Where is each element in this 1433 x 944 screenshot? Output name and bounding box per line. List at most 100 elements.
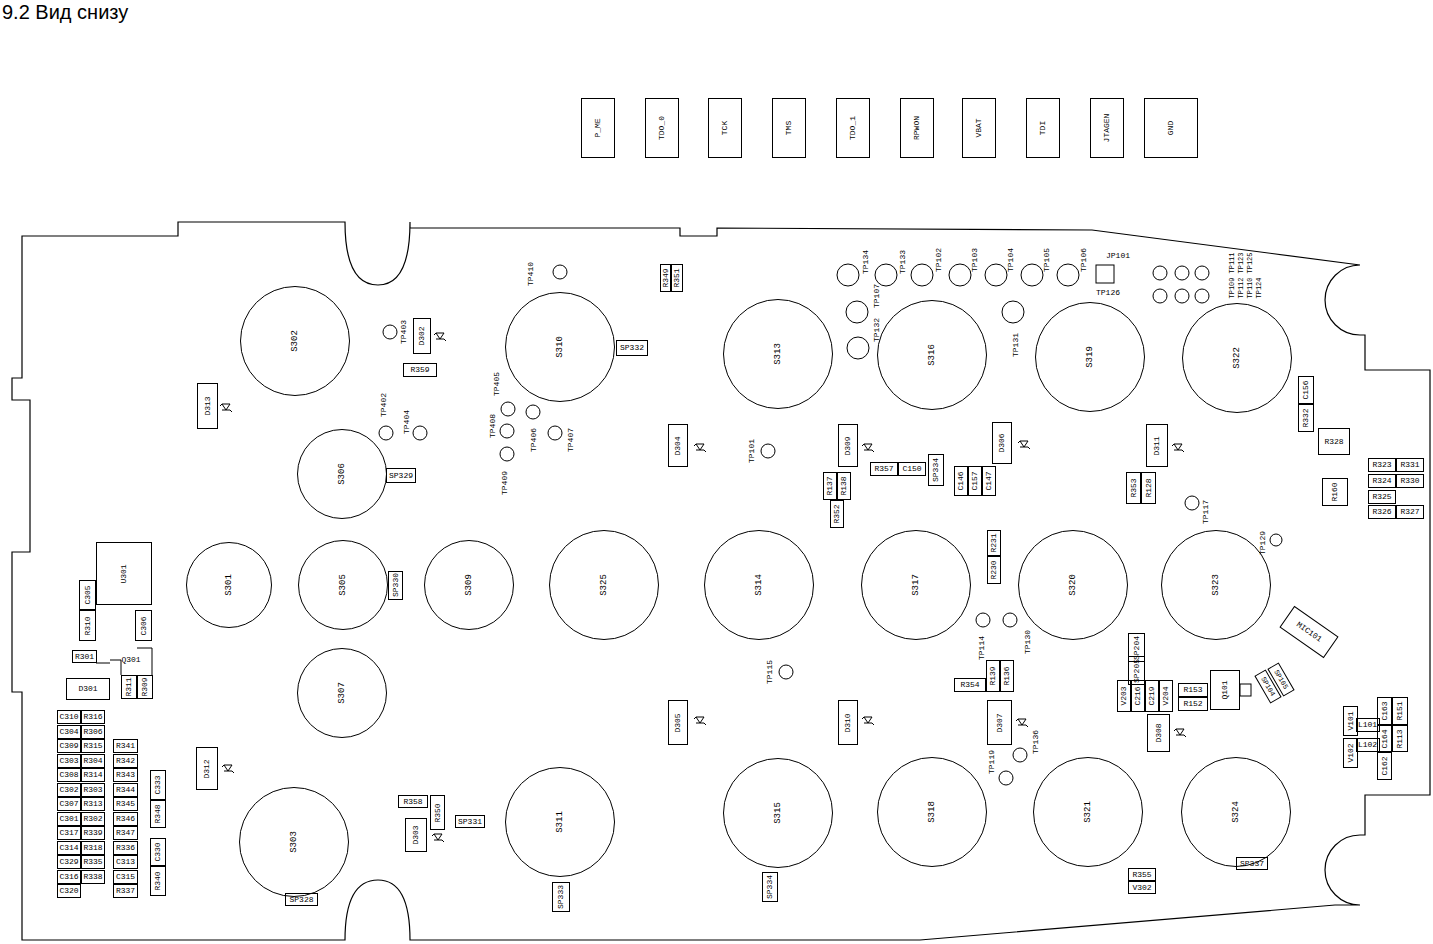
part-label: R353 bbox=[1130, 478, 1138, 497]
test-point-label: TP123 bbox=[1238, 252, 1245, 273]
component-pad: R316 bbox=[81, 710, 105, 724]
part-label: C305 bbox=[84, 585, 92, 604]
component-pad: R328 bbox=[1318, 428, 1350, 455]
part-label: R345 bbox=[116, 800, 135, 808]
component-pad: R335 bbox=[81, 855, 105, 869]
part-label: C333 bbox=[154, 775, 162, 794]
component-pad: R325 bbox=[1368, 490, 1396, 504]
component-pad: R304 bbox=[81, 754, 105, 768]
component-pad: C147 bbox=[982, 466, 996, 496]
component-pad: C306 bbox=[135, 610, 152, 641]
component-pad: C302 bbox=[57, 783, 81, 797]
part-label: S313 bbox=[774, 343, 783, 365]
part-label: D301 bbox=[78, 685, 97, 693]
component-pad: R151 bbox=[1392, 697, 1408, 725]
component-pad: D301 bbox=[66, 678, 110, 700]
test-point-label: TP107 bbox=[873, 284, 881, 308]
part-label: R306 bbox=[83, 728, 102, 736]
test-point-pads bbox=[96, 264, 1282, 785]
component-pad: R339 bbox=[81, 826, 105, 840]
component-pad: V203 bbox=[1117, 680, 1131, 712]
component-pad: R351 bbox=[671, 264, 683, 292]
test-point-label: TP410 bbox=[527, 262, 535, 286]
part-label: C219 bbox=[1148, 686, 1156, 705]
part-label: R301 bbox=[75, 653, 94, 661]
part-label: R358 bbox=[403, 798, 422, 806]
part-label: C150 bbox=[902, 465, 921, 473]
part-label: C304 bbox=[59, 728, 78, 736]
component-pad: R337 bbox=[113, 884, 138, 898]
part-label: R309 bbox=[141, 677, 149, 696]
component-pad: C309 bbox=[57, 739, 81, 753]
part-label: S302 bbox=[291, 330, 300, 352]
part-label: R231 bbox=[990, 533, 998, 552]
component-pad: C310 bbox=[57, 710, 81, 724]
part-label: R327 bbox=[1400, 508, 1419, 516]
component-pad: V102 bbox=[1343, 738, 1358, 768]
part-label: RPWON bbox=[913, 116, 921, 140]
part-label: R341 bbox=[116, 742, 135, 750]
component-pad: R345 bbox=[113, 797, 138, 811]
component-pad: R326 bbox=[1368, 505, 1396, 519]
switch-dome: S316 bbox=[877, 300, 987, 410]
component-pad: U301 bbox=[96, 542, 152, 605]
component-pad: SP329 bbox=[386, 468, 416, 483]
part-label: D302 bbox=[418, 326, 426, 345]
part-label: R304 bbox=[83, 757, 102, 765]
part-label: SP104 bbox=[1260, 675, 1277, 697]
part-label: C307 bbox=[59, 800, 78, 808]
component-pad: D303 bbox=[405, 818, 427, 852]
part-label: S318 bbox=[928, 801, 937, 823]
test-point-label: TP126 bbox=[1096, 289, 1120, 297]
part-label: R311 bbox=[125, 677, 133, 696]
part-label: TMS bbox=[785, 121, 793, 135]
component-pad: R340 bbox=[150, 866, 166, 896]
test-point-label: TP109 bbox=[1229, 277, 1236, 298]
part-label: R354 bbox=[960, 681, 979, 689]
test-point-label: Q301 bbox=[121, 656, 140, 664]
part-label: R137 bbox=[826, 476, 834, 495]
part-label: R313 bbox=[83, 800, 102, 808]
component-pad: R113 bbox=[1392, 725, 1408, 752]
test-point-label: TP131 bbox=[1012, 333, 1020, 357]
part-label: R347 bbox=[116, 829, 135, 837]
part-label: SP337 bbox=[1240, 860, 1264, 868]
test-point-label: TP124 bbox=[1256, 277, 1263, 298]
part-label: R318 bbox=[83, 844, 102, 852]
test-point-label: TP404 bbox=[403, 410, 411, 434]
part-label: S325 bbox=[600, 574, 609, 596]
component-pad: R353 bbox=[1126, 472, 1141, 504]
component-pad: SP334 bbox=[762, 872, 778, 902]
component-pad: C216 bbox=[1131, 680, 1145, 712]
part-label: D305 bbox=[674, 713, 682, 732]
component-pad: R349 bbox=[660, 264, 671, 292]
switch-dome: S313 bbox=[723, 299, 833, 409]
component-pad: R306 bbox=[81, 725, 105, 739]
part-label: Q101 bbox=[1221, 680, 1229, 699]
part-label: C320 bbox=[59, 887, 78, 895]
component-pad: D312 bbox=[196, 747, 218, 790]
part-label: R355 bbox=[1132, 871, 1151, 879]
component-pad: D311 bbox=[1146, 424, 1168, 467]
part-label: V302 bbox=[1132, 884, 1151, 892]
switch-dome: S307 bbox=[297, 648, 387, 738]
part-label: R153 bbox=[1183, 686, 1202, 694]
part-label: R359 bbox=[410, 366, 429, 374]
switch-dome: S314 bbox=[704, 530, 814, 640]
part-label: S324 bbox=[1232, 801, 1241, 823]
component-pad: SP331 bbox=[455, 815, 485, 828]
part-label: SP105 bbox=[1273, 668, 1290, 690]
component-pad: SP334 bbox=[928, 454, 944, 486]
switch-dome: S323 bbox=[1161, 530, 1271, 640]
component-pad: SP337 bbox=[1236, 857, 1268, 870]
component-pad: R336 bbox=[113, 841, 138, 855]
component-pad: Q101 bbox=[1210, 670, 1240, 710]
part-label: S311 bbox=[556, 811, 565, 833]
component-pad: R338 bbox=[81, 870, 105, 884]
part-label: U301 bbox=[120, 564, 128, 583]
switch-dome: S319 bbox=[1035, 302, 1145, 412]
component-pad: R139 bbox=[986, 660, 1000, 692]
part-label: C164 bbox=[1381, 729, 1389, 748]
part-label: R344 bbox=[116, 786, 135, 794]
